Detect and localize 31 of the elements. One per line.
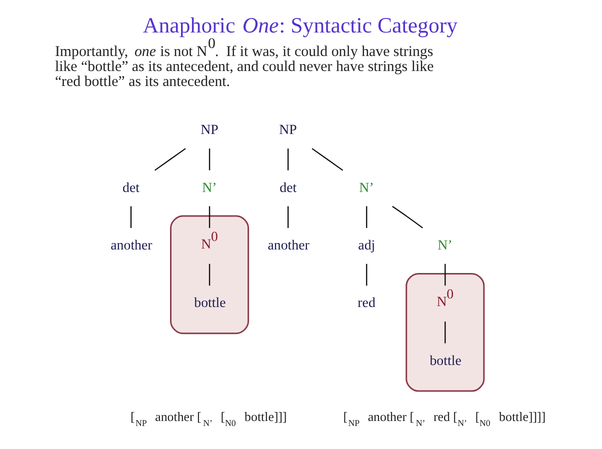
connector: [208, 148, 210, 170]
node-text: det: [122, 180, 140, 196]
connector: [366, 206, 368, 228]
node-text: N’: [438, 238, 452, 254]
connector: [130, 206, 132, 228]
node-text: another: [268, 238, 310, 254]
connector: [154, 148, 186, 171]
node-text: another: [110, 238, 152, 254]
node-text: N’: [359, 180, 374, 196]
node-text: red: [358, 296, 376, 312]
cluster: [406, 272, 485, 392]
connector: [444, 264, 446, 286]
connector: [208, 264, 210, 286]
node-text: NP: [200, 123, 218, 138]
node-text: det: [280, 180, 297, 196]
node-text: bottle: [194, 296, 226, 312]
connector: [208, 206, 210, 228]
connector: [287, 148, 289, 170]
diagram-title: Anaphoric One: Syntactic Category: [142, 14, 458, 38]
connector: [287, 206, 289, 228]
label: [$_{NP}$ another [$_{N’}$ [$_{N0}$ bottle]]]: [130, 409, 287, 428]
node-text: adj: [358, 238, 376, 254]
connector: [392, 206, 424, 228]
node-text: NP: [279, 123, 297, 138]
connector: [366, 264, 368, 286]
connector: [312, 148, 344, 171]
node-text: bottle: [430, 354, 462, 369]
node-text: N’: [202, 180, 217, 196]
label: [$_{NP}$ another [$_{N’}$ red [$_{N’}$ [$_{N0}$ bottle]]]]: [343, 409, 546, 428]
connector: [444, 322, 446, 344]
cluster: [170, 215, 250, 334]
